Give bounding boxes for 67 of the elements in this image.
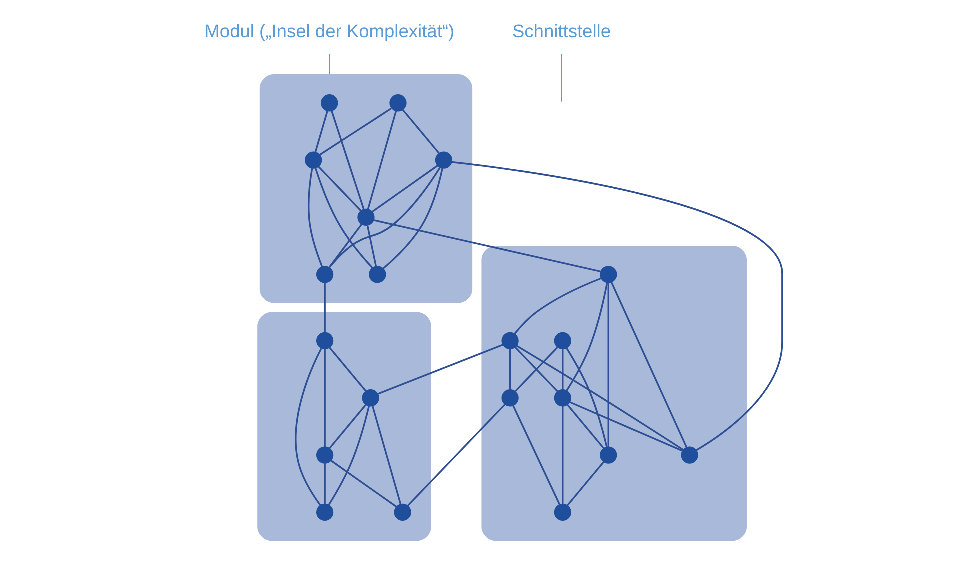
node-circle — [502, 390, 519, 407]
node-circle — [321, 94, 338, 112]
node-circle — [316, 504, 334, 522]
node-circle — [435, 152, 453, 169]
connector — [570, 402, 684, 452]
node-circle — [316, 446, 334, 464]
connector — [408, 404, 506, 506]
node-circle — [600, 446, 618, 464]
node-circle — [502, 332, 519, 350]
node-text: Schnittstelle — [512, 20, 612, 42]
connector — [402, 109, 440, 154]
node-circle — [554, 390, 572, 407]
connector — [566, 282, 608, 392]
connector — [514, 278, 602, 335]
connector — [328, 167, 441, 268]
connector — [566, 348, 608, 448]
node-circle — [305, 152, 322, 169]
connector — [320, 108, 392, 156]
connector — [372, 406, 402, 504]
connector — [567, 461, 605, 506]
connector — [328, 347, 367, 392]
connector — [314, 110, 328, 153]
connector — [608, 283, 610, 448]
connector — [318, 166, 362, 212]
connector — [324, 349, 326, 448]
connector — [378, 344, 504, 395]
connector — [324, 283, 326, 333]
connector — [516, 345, 684, 451]
connector — [314, 168, 374, 269]
connector — [562, 406, 564, 504]
connector — [566, 404, 604, 449]
connector — [367, 110, 398, 210]
connector — [372, 165, 438, 213]
node-circle — [681, 446, 698, 464]
connector — [512, 405, 561, 506]
connector — [509, 349, 512, 390]
node-text: Modul („Insel der Komplexität“) — [204, 20, 455, 42]
connector — [452, 161, 784, 452]
connector — [366, 226, 378, 267]
node-circle — [316, 266, 334, 284]
node-circle — [554, 332, 572, 350]
connector — [324, 464, 326, 504]
connector — [330, 460, 398, 508]
connector — [328, 224, 363, 268]
connector — [308, 168, 324, 268]
connector — [329, 54, 330, 75]
node-circle — [316, 332, 334, 350]
cluster — [482, 246, 747, 542]
node-circle — [390, 94, 407, 112]
connector — [562, 349, 564, 390]
node-circle — [369, 266, 386, 284]
node-circle — [358, 208, 375, 226]
node-circle — [554, 504, 572, 522]
connector — [295, 348, 322, 506]
connector — [382, 168, 444, 270]
connector — [374, 219, 601, 273]
connector — [561, 54, 562, 102]
cluster — [260, 74, 473, 304]
node-circle — [600, 266, 618, 284]
node-circle — [394, 504, 412, 522]
connector — [331, 110, 365, 210]
connector — [328, 406, 370, 506]
node-circle — [362, 390, 380, 407]
connector — [329, 404, 367, 449]
connector — [514, 346, 558, 392]
cluster — [258, 312, 432, 542]
connector — [610, 282, 688, 448]
